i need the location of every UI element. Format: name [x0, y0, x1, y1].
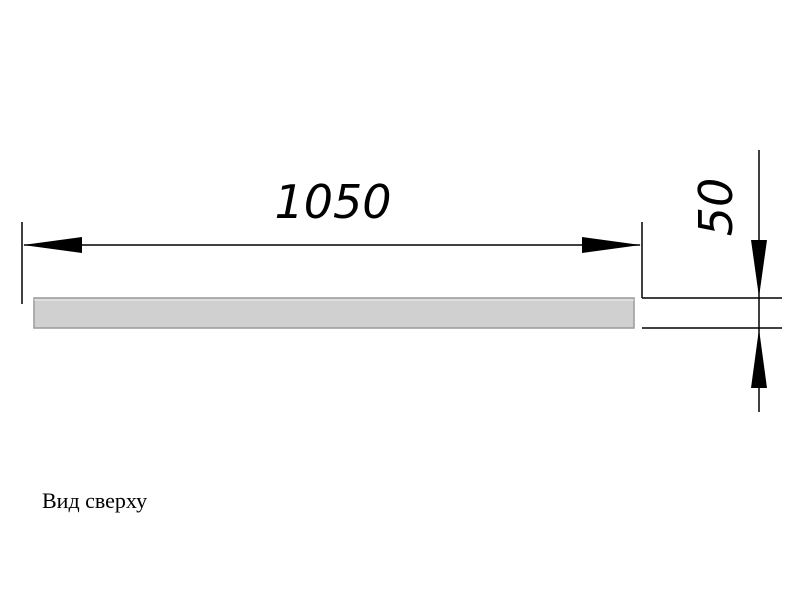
length-arrow-left	[23, 237, 82, 253]
width-dimension: 50	[642, 150, 782, 412]
length-arrow-right	[582, 237, 641, 253]
length-dimension-label: 1050	[274, 175, 391, 229]
plank-top-view	[33, 297, 635, 329]
view-caption: Вид сверху	[42, 488, 148, 513]
width-dimension-label: 50	[689, 178, 743, 237]
length-dimension: 1050	[21, 175, 643, 304]
width-arrow-top	[751, 240, 767, 297]
plank-body	[33, 297, 635, 329]
width-arrow-bottom	[751, 329, 767, 388]
